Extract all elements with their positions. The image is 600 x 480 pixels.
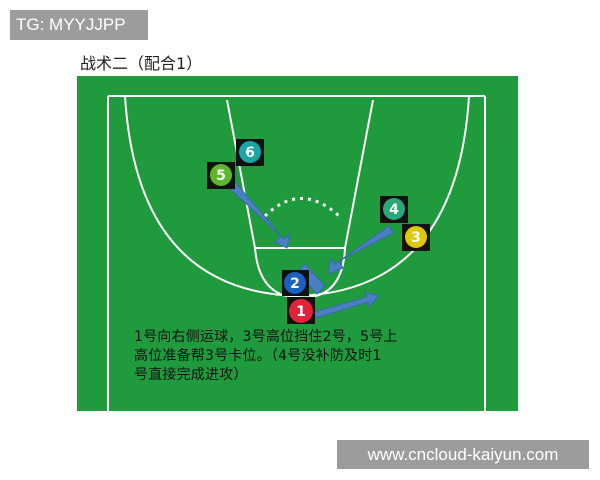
player-5: 5 <box>207 162 235 189</box>
player-6-number: 6 <box>245 145 255 161</box>
caption-line: 1号向右侧运球，3号高位挡住2号，5号上 <box>134 329 398 345</box>
player-1-marker <box>289 299 313 323</box>
player-1-number: 1 <box>296 304 306 320</box>
player-3-number: 3 <box>411 230 421 246</box>
figure-title: 战术二（配合1） <box>80 54 203 73</box>
player-2-marker <box>284 272 306 294</box>
player-6-marker <box>239 141 261 163</box>
watermark-top: TG: MYYJJPP <box>10 10 148 40</box>
watermark-bottom: www.cncloud-kaiyun.com <box>337 440 589 469</box>
player-6: 6 <box>236 139 264 166</box>
movement-arrows <box>228 181 394 319</box>
player-3-marker <box>405 226 427 248</box>
player-4-marker <box>383 198 405 220</box>
player-4: 4 <box>380 196 408 223</box>
free-throw-lane <box>226 99 374 249</box>
player-4-number: 4 <box>389 202 399 218</box>
court-diagram: 6 5 4 3 2 1 <box>107 95 486 411</box>
player-5-marker <box>210 164 232 186</box>
three-point-line <box>124 95 470 298</box>
player-1: 1 <box>287 297 315 324</box>
arrow-player-3 <box>327 225 394 275</box>
player-5-number: 5 <box>216 168 226 184</box>
player-3: 3 <box>402 224 430 251</box>
caption-line: 高位准备帮3号卡位。（4号没补防及时1 <box>134 348 382 364</box>
player-2-number: 2 <box>290 276 300 292</box>
player-2: 2 <box>282 270 309 296</box>
arrow-player-1 <box>313 291 380 319</box>
caption-line: 号直接完成进攻） <box>134 367 248 383</box>
arrow-player-5 <box>228 181 291 249</box>
play-description: 1号向右侧运球，3号高位挡住2号，5号上 高位准备帮3号卡位。（4号没补防及时1… <box>134 328 474 385</box>
free-throw-circle-dashed <box>263 197 341 218</box>
basketball-court: 6 5 4 3 2 1 1号向右侧运球，3号高位挡住2号，5号上 <box>77 76 518 411</box>
